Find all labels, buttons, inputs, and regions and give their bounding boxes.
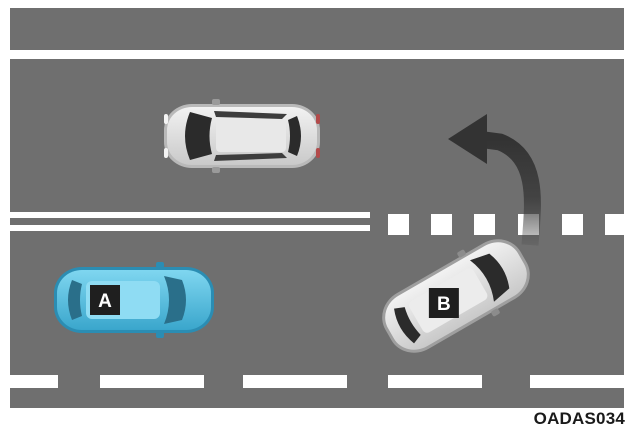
figure-code: OADAS034 bbox=[534, 409, 625, 429]
vehicle-b-label: B bbox=[437, 294, 451, 315]
vehicle-a-label: A bbox=[98, 291, 112, 312]
center-line-solid-lower bbox=[10, 225, 370, 231]
lane-dashed-line bbox=[10, 375, 624, 388]
vehicle-a: A bbox=[54, 262, 214, 338]
road-edge-line-top bbox=[10, 50, 624, 59]
oncoming-vehicle bbox=[164, 99, 320, 173]
center-line-solid-upper bbox=[10, 212, 370, 218]
